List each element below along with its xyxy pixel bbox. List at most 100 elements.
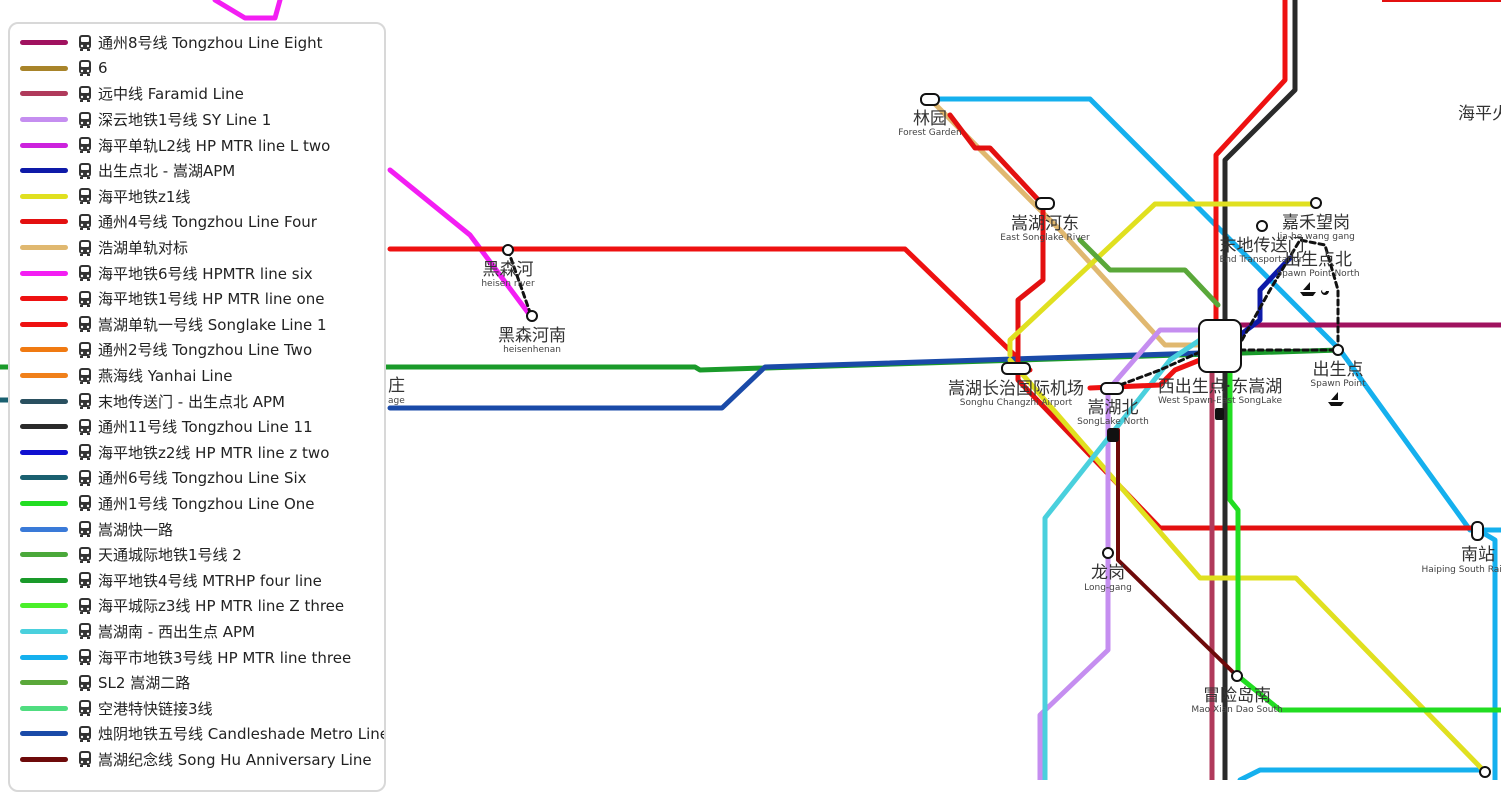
legend-item[interactable]: 海平单轨L2线 HP MTR line L two	[10, 132, 384, 158]
bus-icon	[79, 444, 91, 461]
legend-item[interactable]: 海平地铁z2线 HP MTR line z two	[10, 440, 384, 466]
legend-item[interactable]: 海平地铁z1线	[10, 184, 384, 210]
bus-icon	[79, 85, 91, 102]
bus-icon	[79, 572, 91, 589]
label-spawn-point-cn: 出生点	[1313, 360, 1364, 380]
label-partial-left-cn: 庄	[388, 376, 405, 396]
legend-item-label: 天通城际地铁1号线 2	[98, 546, 242, 565]
legend-item-label: SL2 嵩湖二路	[98, 674, 191, 693]
label-east-songlake-river-cn: 嵩湖河东	[1011, 214, 1079, 234]
line-hp-line-six-diag[interactable]	[387, 167, 535, 321]
line-candleshade-five[interactable]	[387, 350, 1203, 411]
line-hp-line-one[interactable]	[387, 246, 1033, 373]
line-color-swatch	[20, 40, 68, 46]
station-marker-longgang[interactable]	[1102, 547, 1114, 559]
legend-item-label: 通州1号线 Tongzhou Line One	[98, 494, 315, 513]
legend-item[interactable]: 通州2号线 Tongzhou Line Two	[10, 337, 384, 363]
legend-item[interactable]: 通州8号线 Tongzhou Line Eight	[10, 30, 384, 56]
legend-item[interactable]: 嵩湖单轨一号线 Songlake Line 1	[10, 312, 384, 338]
legend-item[interactable]: 通州4号线 Tongzhou Line Four	[10, 209, 384, 235]
label-spawn-north-en: Spawn Point North	[1276, 269, 1359, 279]
legend-item-label: 通州11号线 Tongzhou Line 11	[98, 418, 313, 437]
line-color-swatch	[20, 373, 68, 379]
legend-item-label: 通州8号线 Tongzhou Line Eight	[98, 34, 323, 53]
line-sy-one[interactable]	[1037, 327, 1203, 780]
legend-item[interactable]: 海平地铁4号线 MTRHP four line	[10, 567, 384, 593]
legend-item[interactable]: 远中线 Faramid Line	[10, 81, 384, 107]
line-tongzhou-eleven[interactable]	[1222, 0, 1298, 780]
line-hp-z1[interactable]	[1007, 201, 1319, 358]
bus-icon	[79, 495, 91, 512]
legend-item-label: 通州4号线 Tongzhou Line Four	[98, 213, 317, 232]
legend-item[interactable]: 出生点北 - 嵩湖APM	[10, 158, 384, 184]
line-color-swatch	[20, 219, 68, 225]
label-jiahe-en: Jia-he wang gang	[1276, 232, 1355, 242]
station-marker-spawn-point[interactable]	[1332, 344, 1344, 356]
legend-item[interactable]: 燕海线 Yanhai Line	[10, 363, 384, 389]
label-west-spawn-en: West Spawn-East SongLake	[1158, 396, 1283, 406]
line-sl2[interactable]	[1077, 237, 1221, 308]
label-partial-left-en: age	[388, 396, 405, 406]
bus-icon	[79, 34, 91, 51]
station-marker-mao-xian-dao[interactable]	[1231, 670, 1243, 682]
line-anniversary[interactable]	[1116, 428, 1239, 678]
legend-item[interactable]: 通州6号线 Tongzhou Line Six	[10, 465, 384, 491]
legend-item-label: 海平地铁z2线 HP MTR line z two	[98, 443, 330, 462]
legend-item[interactable]: 海平市地铁3号线 HP MTR line three	[10, 644, 384, 670]
legend-item[interactable]: 烛阴地铁五号线 Candleshade Metro Line	[10, 721, 384, 747]
legend-item[interactable]: 嵩湖南 - 西出生点 APM	[10, 619, 384, 645]
legend-item-label: 出生点北 - 嵩湖APM	[98, 162, 236, 181]
line-color-swatch	[20, 142, 68, 148]
bus-icon	[79, 137, 91, 154]
station-marker-songlake-north[interactable]	[1100, 382, 1124, 395]
legend-item-label: 深云地铁1号线 SY Line 1	[98, 111, 272, 130]
label-south-station-cn: 南站	[1461, 545, 1495, 565]
line-color-swatch	[20, 321, 68, 327]
label-heisen-river-en: heisen river	[481, 279, 535, 289]
legend-item[interactable]: 深云地铁1号线 SY Line 1	[10, 107, 384, 133]
legend-item[interactable]: 嵩湖纪念线 Song Hu Anniversary Line	[10, 747, 384, 773]
legend-item[interactable]: 海平地铁1号线 HP MTR line one	[10, 286, 384, 312]
legend-item[interactable]: 通州11号线 Tongzhou Line 11	[10, 414, 384, 440]
bus-icon	[79, 469, 91, 486]
legend-item-label: 末地传送门 - 出生点北 APM	[98, 392, 285, 411]
line-color-swatch	[20, 193, 68, 199]
station-marker-jiahe[interactable]	[1310, 197, 1322, 209]
label-mao-xian-dao-en: Mao Xian Dao South	[1191, 705, 1282, 715]
station-marker-airport[interactable]	[1001, 362, 1031, 375]
legend-item[interactable]: SL2 嵩湖二路	[10, 670, 384, 696]
legend-item[interactable]: 天通城际地铁1号线 2	[10, 542, 384, 568]
legend-item-label: 浩湖单轨对标	[98, 239, 189, 258]
legend-item[interactable]: 浩湖单轨对标	[10, 235, 384, 261]
label-partial-right: 海平火	[1458, 104, 1501, 124]
label-longgang-cn: 龙岗	[1091, 563, 1125, 583]
legend-item[interactable]: 海平城际z3线 HP MTR line Z three	[10, 593, 384, 619]
legend-item[interactable]: 空港特快链接3线	[10, 695, 384, 721]
bus-icon	[79, 597, 91, 614]
line-color-swatch	[20, 245, 68, 251]
line-tongzhou-one[interactable]	[1227, 357, 1501, 713]
bus-icon	[1107, 408, 1224, 442]
station-marker-heisenhenan[interactable]	[526, 310, 538, 322]
legend-item[interactable]: 6	[10, 56, 384, 82]
station-marker-forest-garden[interactable]	[920, 93, 940, 106]
line-hp-line-six[interactable]	[212, 0, 283, 21]
label-songlake-north-en: SongLake North	[1077, 417, 1149, 427]
legend-item[interactable]: 末地传送门 - 出生点北 APM	[10, 388, 384, 414]
station-marker-heisen-river[interactable]	[502, 244, 514, 256]
legend-item[interactable]: 通州1号线 Tongzhou Line One	[10, 491, 384, 517]
line-color-swatch	[20, 117, 68, 123]
legend-item[interactable]: 嵩湖快一路	[10, 516, 384, 542]
line-color-swatch	[20, 398, 68, 404]
station-marker-east-songlake-river[interactable]	[1035, 197, 1055, 210]
station-marker-west-spawn-hub[interactable]	[1198, 319, 1242, 373]
legend-item-label: 嵩湖快一路	[98, 520, 174, 539]
bus-icon	[79, 674, 91, 691]
line-color-swatch	[20, 91, 68, 97]
station-marker-end-transport[interactable]	[1256, 220, 1268, 232]
legend-item[interactable]: 海平地铁6号线 HPMTR line six	[10, 260, 384, 286]
station-marker-south-station[interactable]	[1471, 521, 1484, 541]
line-songlake-one[interactable]	[1213, 0, 1288, 348]
